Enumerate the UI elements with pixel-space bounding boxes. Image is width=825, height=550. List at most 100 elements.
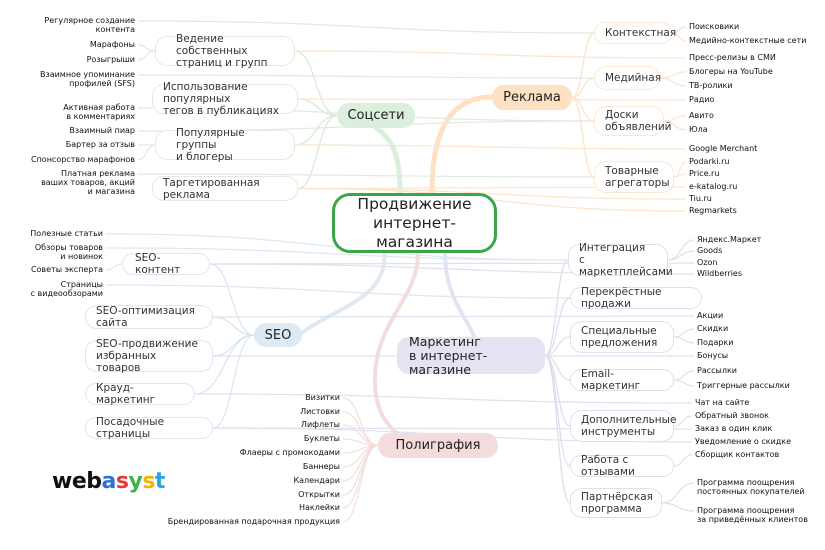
leaf: Goods	[697, 246, 723, 255]
leaf: Поисковики	[689, 22, 740, 31]
branch-seo-label: SEO	[264, 327, 292, 343]
node-label: Таргетированная реклама	[163, 176, 260, 201]
connector	[673, 336, 695, 344]
branch-print[interactable]: Полиграфия	[378, 433, 498, 458]
leaf: e-katalog.ru	[689, 182, 738, 191]
connector	[544, 259, 569, 357]
node-label: с маркетплейсами	[579, 254, 673, 278]
leaf: Розыгрыши	[86, 55, 135, 64]
seo-node-landing-pages[interactable]: Посадочные страницы	[85, 416, 213, 440]
connector	[571, 96, 595, 122]
seo-node-crowd-marketing[interactable]: Крауд-маркетинг	[85, 382, 195, 406]
leaf: Взаимный пиар	[69, 126, 135, 135]
leaf: Ozon	[697, 258, 718, 267]
leaf: Брендированная подарочная продукция	[167, 517, 340, 526]
leaf: Price.ru	[689, 169, 720, 178]
leaf: Визитки	[305, 393, 340, 402]
node-label: Email-маркетинг	[581, 368, 641, 392]
leaf: Юла	[689, 125, 708, 134]
connector	[105, 284, 571, 299]
leaf: Баннеры	[302, 462, 340, 471]
leaf: Марафоны	[89, 40, 135, 49]
leaf: Флаеры с промокодами	[239, 448, 340, 457]
logo-part: web	[52, 469, 102, 494]
connector	[294, 50, 338, 117]
node-label: инструменты	[581, 426, 656, 438]
wire-center-seo	[298, 252, 387, 336]
connector	[342, 444, 379, 496]
leaf: Радио	[689, 95, 715, 104]
branch-socials[interactable]: Соцсети	[337, 103, 415, 128]
leaf: Обратный звонок	[695, 411, 769, 420]
connector	[661, 502, 695, 512]
logo-part: y	[128, 469, 143, 494]
connector	[194, 393, 693, 404]
ads-node-contextual[interactable]: Контекстная	[594, 22, 676, 44]
socials-node-targeted-ads[interactable]: Таргетированная реклама	[152, 176, 298, 201]
leaf: Лифлеты	[300, 420, 340, 429]
leaf: Wildberries	[697, 269, 743, 278]
connector	[571, 96, 595, 178]
leaf: Буклеты	[303, 434, 340, 443]
marketing-node-email[interactable]: Email-маркетинг	[570, 368, 674, 392]
leaf: Regmarkets	[689, 206, 737, 215]
connector	[673, 328, 695, 338]
leaf: Полезные статьи	[30, 229, 103, 238]
node-label: агрегаторы	[605, 177, 670, 189]
connector	[342, 397, 379, 447]
leaf: Скидки	[697, 324, 729, 333]
logo-part: s	[115, 469, 129, 494]
leaf: Бонусы	[697, 351, 729, 360]
leaf: Бартер за отзыв	[65, 140, 135, 149]
connector	[659, 71, 687, 79]
node-label: страниц и групп	[176, 57, 268, 69]
leaf: Tiu.ru	[689, 194, 712, 203]
node-label: Посадочные страницы	[96, 416, 165, 440]
seo-node-site-optimization[interactable]: SEO-оптимизация сайта	[85, 305, 213, 329]
connector	[297, 98, 338, 117]
marketing-node-cross-selling[interactable]: Перекрёстные продажи	[570, 286, 702, 310]
connector	[212, 315, 695, 318]
logo-part: s	[142, 469, 155, 494]
connector	[105, 263, 123, 271]
leaf: Советы эксперта	[30, 265, 103, 274]
connector	[342, 444, 379, 523]
leaf: Рассылки	[697, 366, 737, 375]
connector	[659, 77, 687, 87]
branch-ads[interactable]: Реклама	[492, 85, 572, 110]
ads-node-media[interactable]: Медийная	[594, 66, 662, 90]
node-label: предложения	[581, 337, 658, 349]
webasyst-logo: webasyst	[52, 469, 165, 494]
connector	[673, 415, 693, 427]
leaf: Спонсорство марафонов	[30, 155, 135, 164]
leaf: Блогеры на YouTube	[689, 67, 773, 76]
connector	[209, 263, 255, 336]
leaf: Акции	[697, 311, 724, 320]
leaf: Пресс-релизы в СМИ	[689, 53, 776, 62]
connector	[544, 354, 571, 381]
leaf: Авито	[689, 111, 714, 120]
leaf: Медийно-контекстные сети	[689, 36, 807, 45]
marketing-node-reviews[interactable]: Работа с отзывами	[570, 454, 674, 478]
logo-part: t	[154, 469, 166, 494]
node-label: Медийная	[605, 72, 662, 84]
connector	[571, 32, 595, 99]
branch-seo[interactable]: SEO	[254, 323, 302, 347]
branch-print-label: Полиграфия	[395, 438, 481, 453]
seo-node-content[interactable]: SEO-контент	[122, 252, 210, 276]
